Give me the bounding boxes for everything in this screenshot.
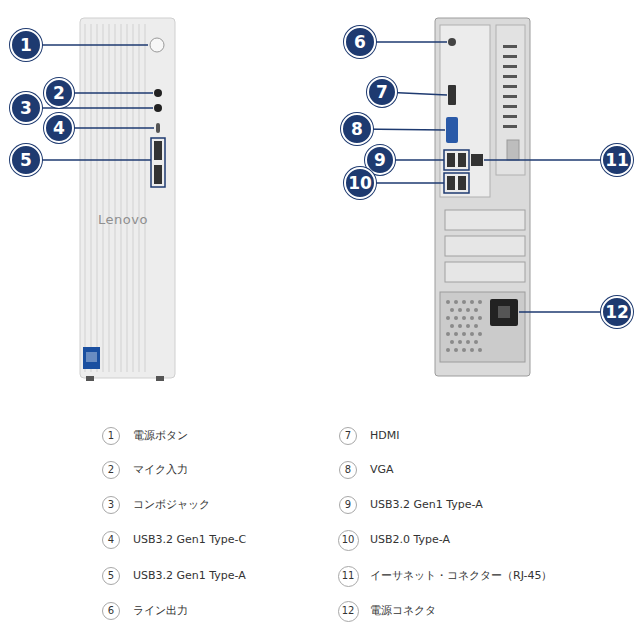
number-text: 12 xyxy=(342,606,355,616)
port-description: イーサネット・コネクター（RJ-45） xyxy=(370,569,552,582)
number-text: 3 xyxy=(108,500,114,510)
number-text: 7 xyxy=(376,84,388,101)
list-number: 12 xyxy=(338,601,359,622)
port-description: 電源コネクタ xyxy=(370,604,436,617)
list-number: 11 xyxy=(338,566,359,587)
list-number: 9 xyxy=(339,496,357,514)
callout-number: 3 xyxy=(10,92,42,124)
list-number: 2 xyxy=(102,461,120,479)
number-text: 5 xyxy=(20,152,32,169)
number-text: 1 xyxy=(108,431,114,441)
number-text: 8 xyxy=(351,121,363,138)
number-text: 7 xyxy=(345,431,351,441)
callout-number: 10 xyxy=(344,167,376,199)
callout-number: 12 xyxy=(601,296,633,328)
list-number: 3 xyxy=(102,496,120,514)
callout-number: 8 xyxy=(341,113,373,145)
front-tower xyxy=(80,18,175,381)
list-number: 10 xyxy=(338,530,359,551)
number-text: 6 xyxy=(354,34,366,51)
rear-tower xyxy=(435,18,530,376)
number-text: 4 xyxy=(53,120,65,137)
callout-number: 7 xyxy=(367,77,397,107)
callout-number: 2 xyxy=(44,78,74,108)
callout-number: 6 xyxy=(344,26,376,58)
brand-logo: Lenovo xyxy=(98,212,148,228)
port-description: USB2.0 Type-A xyxy=(370,533,450,546)
callout-number: 4 xyxy=(44,113,74,143)
port-description: HDMI xyxy=(370,429,399,442)
number-text: 10 xyxy=(342,535,355,545)
port-description: ライン出力 xyxy=(133,604,188,617)
leader-lines xyxy=(26,42,617,312)
number-text: 9 xyxy=(374,152,386,169)
number-text: 12 xyxy=(605,304,629,321)
number-text: 9 xyxy=(345,500,351,510)
list-number: 7 xyxy=(339,427,357,445)
port-description: USB3.2 Gen1 Type-A xyxy=(370,498,483,511)
number-text: 2 xyxy=(108,465,114,475)
port-description: USB3.2 Gen1 Type-A xyxy=(133,569,246,582)
number-text: 3 xyxy=(20,100,32,117)
list-number: 8 xyxy=(339,461,357,479)
list-number: 6 xyxy=(102,602,120,620)
number-text: 6 xyxy=(108,606,114,616)
port-description: USB3.2 Gen1 Type-C xyxy=(133,533,246,546)
number-text: 4 xyxy=(108,535,114,545)
port-description: 電源ボタン xyxy=(133,429,188,442)
number-text: 11 xyxy=(605,152,629,169)
callout-number: 11 xyxy=(601,144,633,176)
number-text: 1 xyxy=(20,37,32,54)
port-description: マイク入力 xyxy=(133,463,188,476)
port-description: コンボジャック xyxy=(133,498,210,511)
callout-number: 1 xyxy=(10,29,42,61)
port-description: VGA xyxy=(370,463,394,476)
list-number: 5 xyxy=(102,567,120,585)
number-text: 11 xyxy=(342,571,355,581)
number-text: 8 xyxy=(345,465,351,475)
list-number: 1 xyxy=(102,427,120,445)
callout-number: 5 xyxy=(10,144,42,176)
number-text: 5 xyxy=(108,571,114,581)
list-number: 4 xyxy=(102,531,120,549)
number-text: 10 xyxy=(348,175,372,192)
number-text: 2 xyxy=(53,85,65,102)
